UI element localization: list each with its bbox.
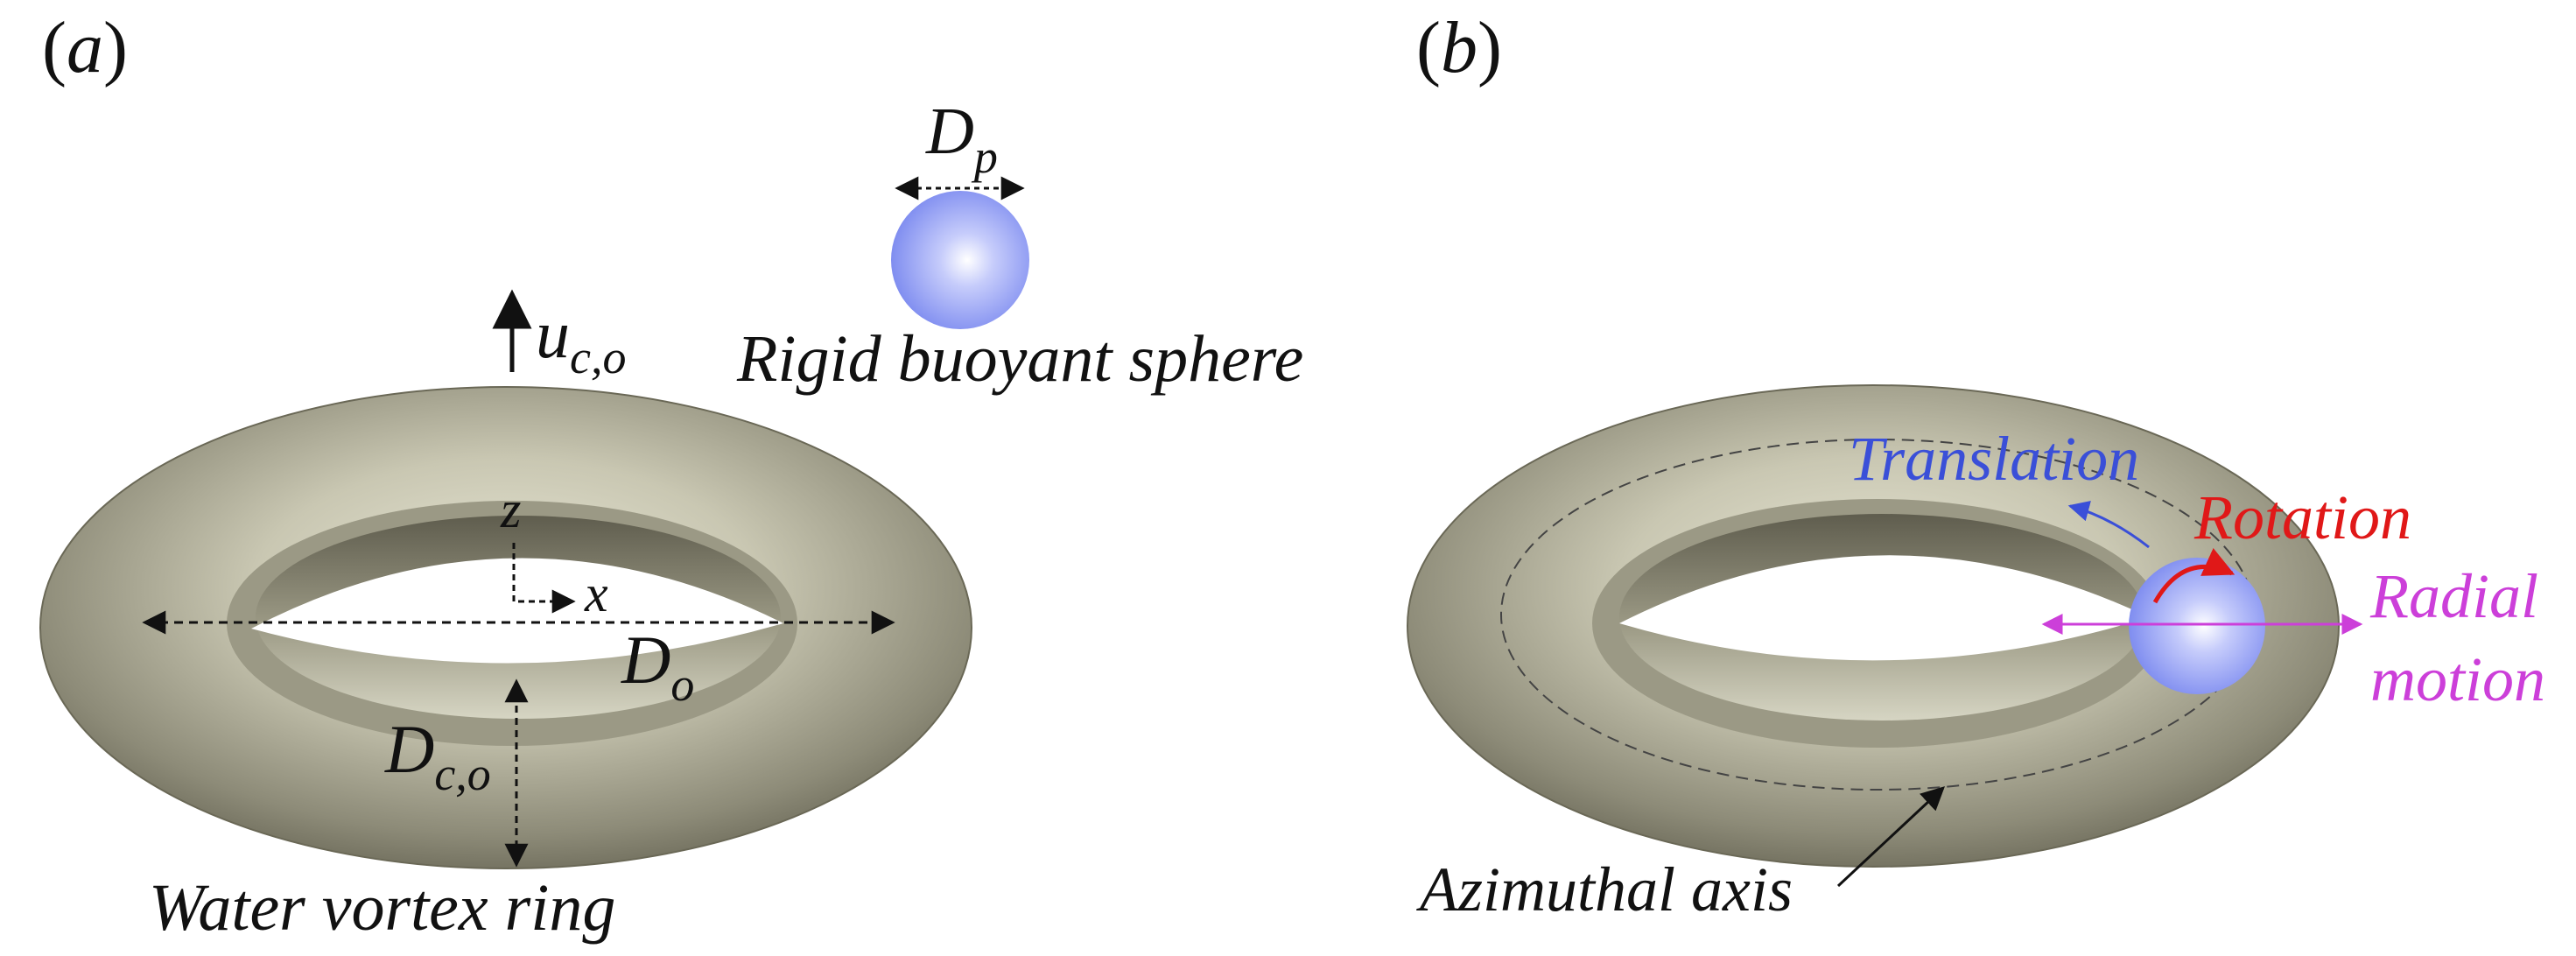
rigid-sphere-b	[2129, 558, 2265, 694]
radial-label-line2: motion	[2370, 644, 2545, 714]
axis-x-label: x	[584, 565, 608, 622]
axis-z-label: z	[500, 481, 521, 538]
azimuthal-axis-label: Azimuthal axis	[1416, 854, 1793, 924]
sphere-diameter-label: Dp	[925, 95, 998, 183]
radial-label-line1: Radial	[2369, 561, 2538, 631]
rotation-label: Rotation	[2193, 482, 2411, 552]
translation-label: Translation	[1849, 424, 2139, 494]
sphere-caption: Rigid buoyant sphere	[736, 322, 1303, 396]
translation-arrow	[2067, 500, 2150, 549]
panel-a: (a) Dp Rigid buoyant sphere uc,o z x Do …	[39, 7, 1303, 945]
rigid-sphere	[891, 191, 1029, 329]
core-diameter-label: Dc,o	[384, 711, 491, 800]
ring-diameter-label: Do	[621, 622, 694, 711]
panel-b: (b) Translation Rotation Radial motion A…	[1407, 7, 2545, 924]
curved-rotation-arrow-icon	[2152, 548, 2236, 604]
panel-a-label: (a)	[42, 7, 128, 88]
velocity-label: uc,o	[536, 296, 626, 383]
ring-caption: Water vortex ring	[149, 871, 615, 945]
coordinate-axes	[512, 543, 576, 614]
azimuthal-axis-pointer	[1836, 786, 1945, 888]
vortex-ring-torus	[39, 386, 972, 869]
panel-b-label: (b)	[1416, 7, 1502, 88]
vortex-ring-torus-b	[1407, 384, 2340, 868]
